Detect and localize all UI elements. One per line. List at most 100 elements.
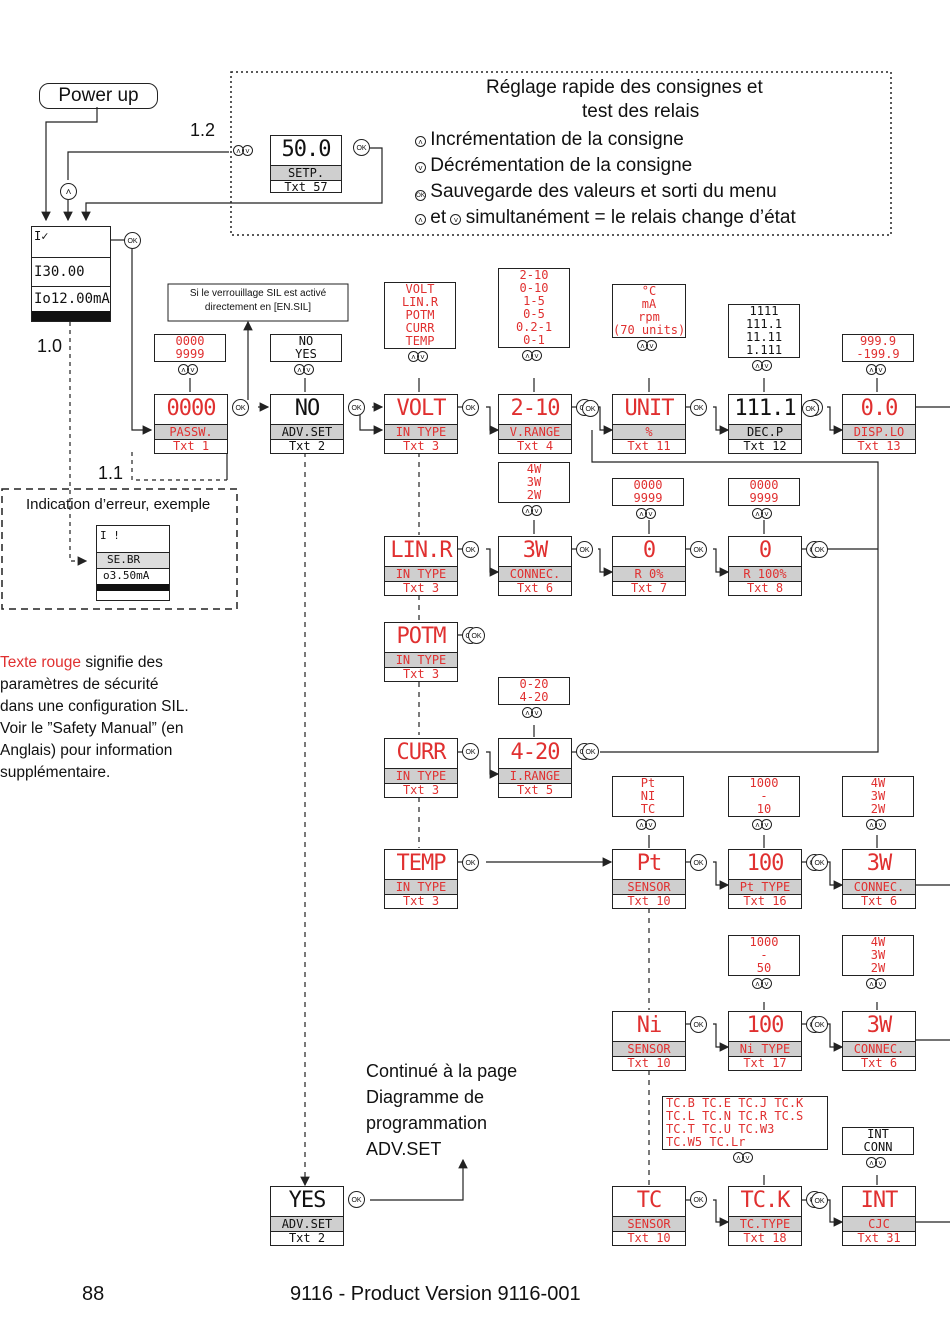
ni-ok-button[interactable]: OK — [690, 1016, 707, 1033]
passw-param: PASSW. — [155, 424, 227, 440]
updown-icon: ˄˅ — [866, 1157, 886, 1170]
volt-txt: Txt 3 — [402, 439, 440, 453]
decp-param: DEC.P — [729, 424, 801, 440]
r0-ok-button[interactable]: OK — [690, 541, 707, 558]
potm-value: POTM — [396, 624, 447, 649]
yes-ok-button[interactable]: OK — [348, 1191, 365, 1208]
legend-line3: dans une configuration SIL. — [0, 698, 189, 715]
pttype-value: 100 — [746, 851, 785, 876]
connec2-txt: Txt 6 — [860, 894, 898, 908]
option-item: TC.B TC.E TC.J TC.K — [666, 1096, 804, 1110]
tc-param: SENSOR — [613, 1216, 685, 1232]
tc-ok-button[interactable]: OK — [690, 1191, 707, 1208]
nitype-txt: Txt 17 — [743, 1056, 787, 1070]
displo-ok-circle[interactable]: OK — [802, 400, 819, 417]
updown-icon: ˄˅ — [866, 819, 886, 832]
potm-next-ok-circle[interactable]: OK — [468, 627, 485, 644]
passw-value: 0000 — [166, 396, 217, 421]
decp-txt: Txt 12 — [743, 439, 787, 453]
nitype-next-ok-circle[interactable]: OK — [811, 1016, 828, 1033]
updown-icon: ˄˅ — [233, 145, 253, 158]
product-version: 9116 - Product Version 9116-001 — [290, 1283, 581, 1305]
option-item: 0000 — [749, 478, 779, 492]
option-item: 0-5 — [523, 307, 545, 321]
connec3-param: CONNEC. — [843, 1041, 915, 1057]
updown-icon: ˄˅ — [522, 707, 542, 720]
error-title: Indication d’erreur, exemple — [26, 496, 211, 513]
option-item: 9999 — [175, 347, 205, 361]
pt-ok-button[interactable]: OK — [690, 854, 707, 871]
error-display: I ! SE.BR o3.50mA — [96, 525, 170, 601]
up-button[interactable]: ˄ — [60, 183, 77, 200]
connec3-value: 3W — [866, 1013, 893, 1038]
r0-value: 0 — [642, 538, 656, 563]
display-status-bar — [32, 311, 110, 321]
option-item: 3W — [870, 948, 886, 962]
int-txt: Txt 31 — [857, 1231, 901, 1245]
curr-value: CURR — [396, 740, 447, 765]
save-row: OK Sauvegarde des valeurs et sorti du me… — [415, 180, 777, 204]
unit-menu-box: UNIT%Txt 11 — [612, 394, 686, 454]
ok-button[interactable]: OK — [353, 139, 370, 156]
advset-ok-button[interactable]: OK — [348, 399, 365, 416]
unit-ok-button[interactable]: OK — [690, 399, 707, 416]
option-item: 111.1 — [745, 317, 783, 331]
irange-next-ok-circle[interactable]: OK — [582, 743, 599, 760]
quick-title: Réglage rapide des consignes et — [486, 77, 763, 98]
volt-ok-button[interactable]: OK — [462, 399, 479, 416]
connec1-param: CONNEC. — [499, 566, 571, 582]
nitype-options-box: 1000-50 — [728, 935, 800, 976]
yes-value: YES — [288, 1188, 327, 1213]
save-text: Sauvegarde des valeurs et sorti du menu — [430, 181, 777, 202]
temp-ok-button[interactable]: OK — [462, 854, 479, 871]
device-display: I✓ I30.00 Io12.00mA — [31, 226, 111, 322]
option-item: POTM — [405, 308, 435, 322]
option-item: LIN.R — [401, 295, 439, 309]
tctype-next-ok-circle[interactable]: OK — [811, 1192, 828, 1209]
vrange-next-ok-circle[interactable]: OK — [582, 400, 599, 417]
pttype-next-ok-circle[interactable]: OK — [811, 854, 828, 871]
displo-txt: Txt 13 — [857, 439, 901, 453]
option-item: °C — [641, 284, 657, 298]
power-up-label: Power up — [39, 83, 158, 109]
sil-note-line1: Si le verrouillage SIL est activé — [189, 288, 327, 299]
option-item: TC.L TC.N TC.R TC.S — [666, 1109, 804, 1123]
temp-txt: Txt 3 — [402, 894, 440, 908]
passw-ok-button[interactable]: OK — [232, 399, 249, 416]
updown-icon: ˄˅ — [733, 1152, 753, 1165]
displo-options-box: 999.9-199.9 — [842, 334, 914, 362]
curr-ok-button[interactable]: OK — [462, 743, 479, 760]
ok-button[interactable]: OK — [124, 232, 141, 249]
linr-ok-button[interactable]: OK — [462, 541, 479, 558]
option-item: TC.W5 TC.Lr — [666, 1135, 746, 1149]
r100-next-ok-circle[interactable]: OK — [811, 541, 828, 558]
option-item: 1000 — [749, 776, 779, 790]
label-1-0: 1.0 — [37, 336, 63, 356]
option-item: 0.2-1 — [515, 320, 553, 334]
incr-row: ˄ Incrémentation de la consigne — [415, 128, 684, 152]
option-item: Pt — [640, 776, 656, 790]
advset-param: ADV.SET — [271, 424, 343, 440]
unit-value: UNIT — [624, 396, 675, 421]
temp-value: TEMP — [396, 851, 447, 876]
displo-value: 0.0 — [860, 396, 899, 421]
option-item: rpm — [638, 310, 660, 324]
option-item: TEMP — [405, 334, 435, 348]
irange-txt: Txt 5 — [516, 783, 554, 797]
option-item: 4W — [870, 776, 886, 790]
connec1-ok-button[interactable]: OK — [576, 541, 593, 558]
updown-icon: ˄˅ — [866, 978, 886, 991]
simul-row: ˄ et ˅ simultanément = le relais change … — [415, 206, 796, 230]
option-item: 4-20 — [519, 690, 549, 704]
